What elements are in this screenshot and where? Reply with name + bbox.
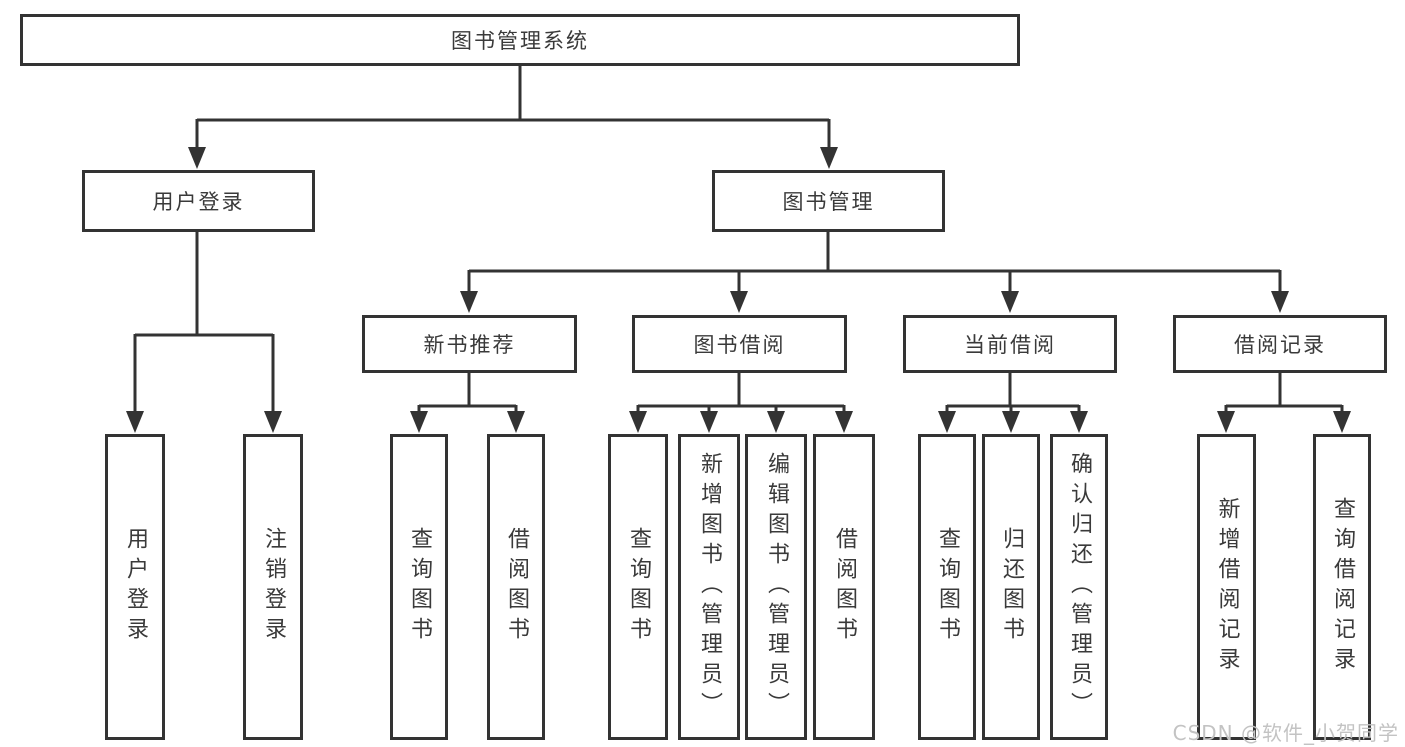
node-query-borrow-record-label: 查询借阅记录 bbox=[1330, 497, 1355, 677]
node-login-label: 用户登录 bbox=[123, 527, 148, 647]
node-new-book-recommendation: 新书推荐 bbox=[362, 315, 577, 373]
node-add-borrow-record: 新增借阅记录 bbox=[1197, 434, 1256, 740]
node-confirm-return-admin-label: 确认归还（管理员） bbox=[1067, 452, 1092, 722]
node-query-books-current-label: 查询图书 bbox=[935, 527, 960, 647]
connector-root bbox=[195, 64, 831, 149]
node-borrowing-records-label: 借阅记录 bbox=[1234, 333, 1326, 357]
node-edit-books-admin: 编辑图书（管理员） bbox=[745, 434, 807, 740]
node-current-borrowing: 当前借阅 bbox=[903, 315, 1117, 373]
node-book-borrowing-label: 图书借阅 bbox=[693, 333, 786, 357]
arrow-heads-level3 bbox=[460, 291, 1289, 313]
connector-records bbox=[1224, 371, 1344, 413]
node-book-management-label: 图书管理 bbox=[782, 190, 875, 214]
node-book-management: 图书管理 bbox=[712, 170, 945, 232]
connector-new-books bbox=[417, 371, 518, 413]
node-borrow-books-recommend: 借阅图书 bbox=[487, 434, 545, 740]
node-add-borrow-record-label: 新增借阅记录 bbox=[1214, 497, 1240, 677]
arrow-heads-leaves bbox=[410, 411, 1351, 433]
node-user-login-label: 用户登录 bbox=[152, 190, 245, 214]
node-borrow-books-borrow-label: 借阅图书 bbox=[832, 527, 857, 647]
node-query-books-recommend-label: 查询图书 bbox=[407, 527, 432, 647]
node-logout-label: 注销登录 bbox=[261, 527, 286, 647]
node-borrow-books-recommend-label: 借阅图书 bbox=[504, 527, 529, 647]
node-book-borrowing: 图书借阅 bbox=[632, 315, 847, 373]
connector-current bbox=[945, 371, 1081, 413]
node-return-books-label: 归还图书 bbox=[999, 527, 1024, 647]
node-query-books-current: 查询图书 bbox=[918, 434, 976, 740]
node-add-books-admin-label: 新增图书（管理员） bbox=[697, 452, 722, 722]
node-borrow-books-borrow: 借阅图书 bbox=[813, 434, 875, 740]
node-new-book-recommendation-label: 新书推荐 bbox=[423, 333, 516, 357]
node-query-books-recommend: 查询图书 bbox=[390, 434, 448, 740]
node-user-login: 用户登录 bbox=[82, 170, 315, 232]
watermark: CSDN @软件_小贺同学 bbox=[1172, 721, 1399, 745]
node-query-books-borrow-label: 查询图书 bbox=[626, 527, 651, 647]
node-query-borrow-record: 查询借阅记录 bbox=[1313, 434, 1371, 740]
node-root-label: 图书管理系统 bbox=[451, 29, 589, 53]
node-current-borrowing-label: 当前借阅 bbox=[964, 333, 1056, 357]
node-add-books-admin: 新增图书（管理员） bbox=[678, 434, 740, 740]
node-login: 用户登录 bbox=[105, 434, 165, 740]
connector-user-login bbox=[133, 230, 275, 413]
node-query-books-borrow: 查询图书 bbox=[608, 434, 668, 740]
node-root: 图书管理系统 bbox=[20, 14, 1020, 66]
node-logout: 注销登录 bbox=[243, 434, 303, 740]
node-confirm-return-admin: 确认归还（管理员） bbox=[1050, 434, 1108, 740]
node-borrowing-records: 借阅记录 bbox=[1173, 315, 1387, 373]
arrow-heads-user-login bbox=[126, 411, 282, 433]
arrow-heads-level2 bbox=[188, 147, 838, 169]
node-edit-books-admin-label: 编辑图书（管理员） bbox=[764, 452, 789, 722]
connector-book-mgmt bbox=[467, 230, 1282, 293]
node-return-books: 归还图书 bbox=[982, 434, 1040, 740]
connector-borrow bbox=[636, 371, 846, 413]
